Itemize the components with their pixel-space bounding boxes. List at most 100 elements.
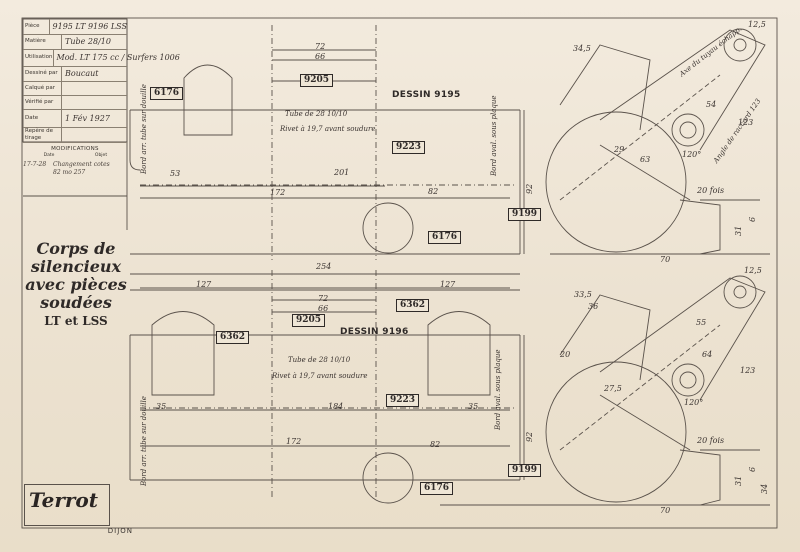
logo-city: DIJON: [107, 527, 133, 535]
title-line-3: avec pièces: [25, 275, 127, 294]
bottom-dim-70: 70: [660, 506, 671, 515]
bottom-dim-64: 64: [702, 350, 713, 359]
top-dim-120: 120°: [682, 150, 702, 159]
top-large-ring: [545, 111, 687, 253]
mod-col-objet: Objet: [94, 153, 108, 158]
bottom-tube-circle: [362, 452, 414, 504]
top-dim-123: 123: [738, 118, 754, 127]
top-dim-72: 72: [315, 42, 326, 51]
top-note-bord-gauche: Bord arr. tube sur douille: [140, 84, 148, 174]
bottom-small-ring: [671, 363, 705, 397]
title-line-2: silencieux: [30, 257, 122, 276]
bottom-large-ring: [545, 361, 687, 503]
bottom-dim-33-5: 33,5: [574, 290, 592, 299]
tb-label: Utilisation: [23, 49, 54, 66]
mod-entry-text: Changement cotes 82 mo 257: [53, 161, 110, 176]
top-dim-20-fois: 20 fois: [697, 186, 725, 195]
modifications-block: MODIFICATIONS Date Objet 17-7-28 Changem…: [23, 146, 127, 177]
tb-row-piece: Pièce 9195 LT 9196 LSS: [23, 19, 127, 35]
top-ref-9205: 9205: [300, 74, 334, 87]
bottom-dim-184: 184: [328, 402, 344, 411]
bottom-dim-127-right: 127: [440, 280, 456, 289]
tb-value: Boucaut: [65, 69, 99, 78]
drawing-title: Corps de silencieux avec pièces soudées …: [22, 240, 130, 330]
bottom-ref-6176: 6176: [420, 482, 454, 495]
bottom-dim-35-right: 35: [468, 402, 479, 411]
top-ref-6176-left: 6176: [150, 87, 184, 100]
bottom-dessin-label: DESSIN 9196: [340, 327, 409, 337]
top-boss-ring: [723, 28, 757, 62]
top-dim-63: 63: [640, 155, 651, 164]
bottom-dim-6: 6: [748, 466, 757, 472]
tb-label: Calqué par: [23, 81, 62, 95]
bottom-ref-9199: 9199: [508, 464, 542, 477]
top-note-tube: Tube de 28 10/10: [285, 110, 348, 118]
bottom-note-bord-droit: Bord aval. sous plaque: [494, 349, 502, 430]
bottom-dim-20: 20: [560, 350, 571, 359]
tb-label: Matière: [23, 34, 62, 49]
bottom-dim-254: 254: [316, 262, 332, 271]
bottom-ref-6362-left: 6362: [216, 331, 250, 344]
top-dim-201: 201: [334, 168, 350, 177]
tb-label: Vérifié par: [23, 95, 62, 109]
top-flange: [559, 44, 651, 131]
bottom-dim-82: 82: [430, 440, 441, 449]
top-small-ring: [671, 113, 705, 147]
top-lug-left: [183, 64, 233, 136]
tb-value: Tube 28/10: [65, 37, 111, 46]
bottom-dim-27-5: 27,5: [604, 384, 622, 393]
top-ref-6176-right: 6176: [428, 231, 462, 244]
top-dim-29: 29: [614, 145, 625, 154]
bottom-boss-ring: [723, 275, 757, 309]
bottom-dim-72: 72: [318, 294, 329, 303]
tb-row-calque: Calqué par: [23, 81, 127, 96]
bottom-note-rivet: Rivet à 19,7 avant soudure: [272, 372, 368, 380]
title-line-5: LT et LSS: [44, 314, 108, 328]
top-dim-6: 6: [748, 216, 757, 222]
bottom-dim-36: 36: [588, 302, 599, 311]
top-ref-9223: 9223: [392, 141, 426, 154]
top-dim-31: 31: [734, 225, 743, 236]
bottom-dim-34: 34: [760, 483, 769, 494]
bottom-dim-120: 120°: [684, 398, 704, 407]
terrot-logo: Terrot DIJON: [24, 484, 132, 535]
tb-row-matiere: Matière Tube 28/10: [23, 34, 127, 50]
logo-brand: Terrot: [29, 488, 98, 512]
tb-row-dessine: Dessiné par Boucaut: [23, 66, 127, 82]
tb-value: [62, 127, 127, 142]
tb-label: Date: [23, 109, 62, 127]
top-note-rivet: Rivet à 19,7 avant soudure: [280, 125, 376, 133]
bottom-ref-6362-right: 6362: [396, 299, 430, 312]
bottom-lug-left: [151, 311, 215, 396]
tb-value: 1 Fév 1927: [65, 113, 110, 123]
bottom-note-bord-gauche: Bord arr. tube sur douille: [140, 396, 148, 486]
bottom-dim-123: 123: [740, 366, 756, 375]
bottom-dim-55: 55: [696, 318, 707, 327]
bottom-dim-35-left: 35: [156, 402, 167, 411]
top-dim-66: 66: [315, 52, 326, 61]
tb-row-utilisation: Utilisation Mod. LT 175 cc / Surfers 100…: [23, 49, 180, 67]
bottom-note-tube: Tube de 28 10/10: [288, 356, 351, 364]
top-dim-53: 53: [170, 169, 181, 178]
tb-label: Dessiné par: [23, 66, 62, 81]
tb-row-repere: Repère de tirage: [23, 127, 127, 143]
top-dim-12-5: 12,5: [748, 20, 766, 29]
top-dim-92: 92: [525, 183, 534, 194]
mod-entry-date: 17-7-28: [23, 161, 47, 168]
top-dim-70: 70: [660, 255, 671, 264]
title-line-4: soudées: [40, 293, 112, 312]
top-dim-172: 172: [270, 188, 286, 197]
title-line-1: Corps de: [36, 239, 116, 258]
top-ref-9199: 9199: [508, 208, 542, 221]
tb-value: [62, 95, 127, 109]
bottom-dim-127-left: 127: [196, 280, 212, 289]
tb-value: Mod. LT 175 cc / Surfers 1006: [56, 53, 180, 62]
bottom-dim-92: 92: [525, 431, 534, 442]
bottom-dim-31: 31: [734, 475, 743, 486]
top-dim-82: 82: [428, 187, 439, 196]
bottom-lug-right: [427, 311, 491, 396]
bottom-dim-12-5: 12,5: [744, 266, 762, 275]
bottom-ref-9223: 9223: [386, 394, 420, 407]
